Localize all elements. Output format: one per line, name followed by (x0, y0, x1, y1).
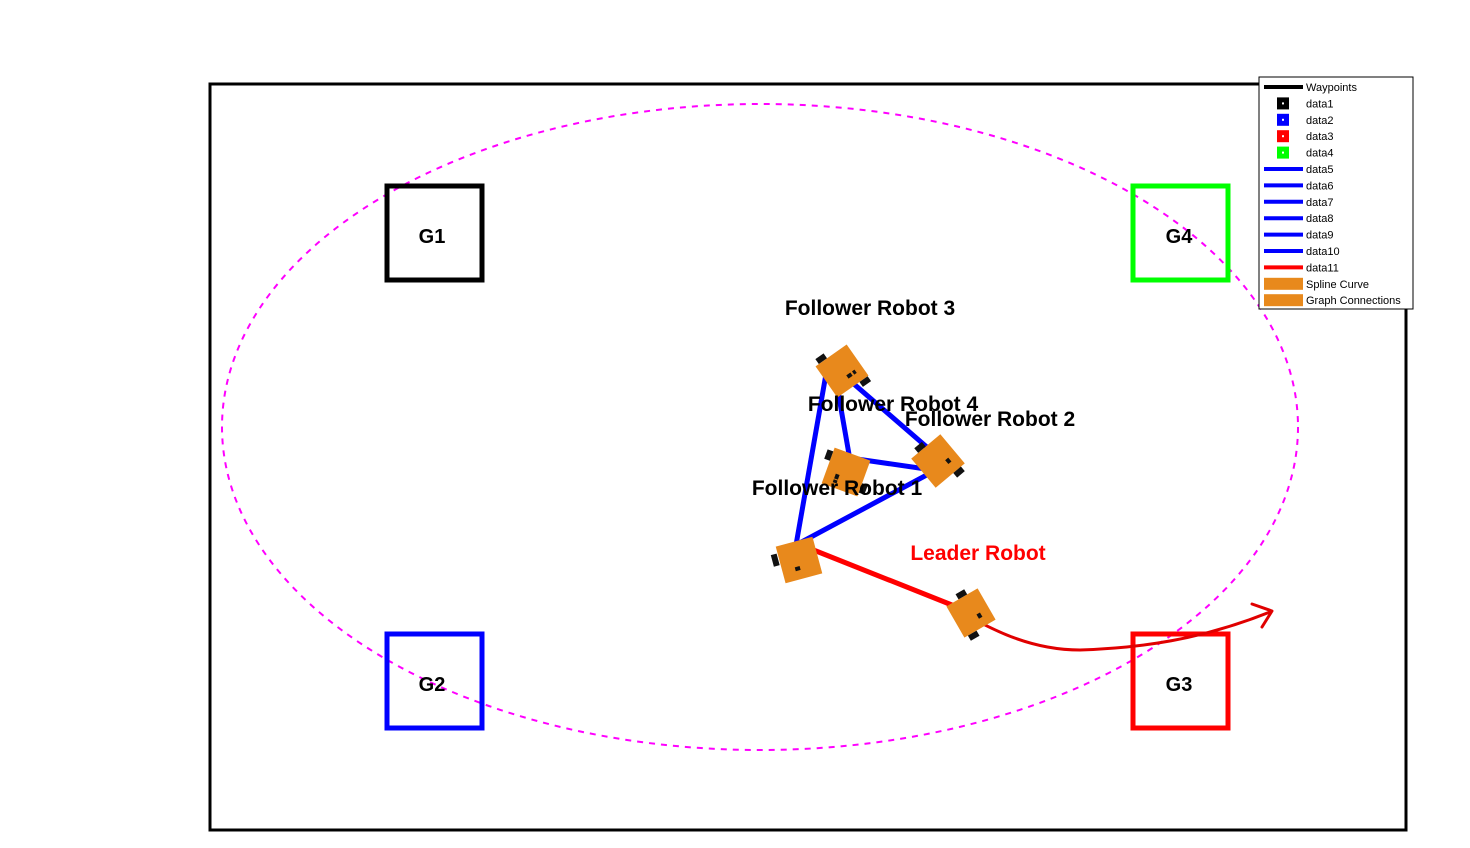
label-follower-4: Follower Robot 4 (808, 393, 979, 416)
legend-label: data11 (1306, 262, 1339, 274)
legend-label: Waypoints (1306, 82, 1357, 94)
edge-f3-f2 (838, 370, 938, 457)
follower-robot-4 (821, 447, 871, 497)
legend-entry: data8 (1264, 213, 1334, 225)
label-leader: Leader Robot (910, 542, 1045, 565)
legend-entry: data6 (1264, 180, 1334, 192)
legend-label: data3 (1306, 131, 1334, 143)
goal-g1: G1 (384, 183, 485, 283)
legend: Waypoints data1 data2 data3 data4 data5 data6 d… (1258, 76, 1414, 310)
wheel (914, 441, 926, 453)
leader-trajectory-arrow (938, 598, 1272, 652)
legend-entry: data4 (1277, 146, 1334, 160)
arrow-head (1250, 602, 1274, 629)
wheel (967, 630, 980, 641)
wheel (953, 466, 965, 478)
elliptical-path (221, 103, 1299, 751)
legend-square-dot (1282, 102, 1284, 105)
legend-entry: Spline Curve (1264, 277, 1369, 291)
wheel (824, 449, 834, 461)
legend-label: data7 (1306, 197, 1334, 209)
follower-robot-1 (770, 536, 823, 584)
goal-g1-label: G1 (419, 226, 446, 248)
legend-label: data1 (1306, 98, 1334, 110)
goal-g4: G4 (1130, 183, 1231, 283)
legend-label: data9 (1306, 230, 1334, 242)
legend-label: data10 (1306, 246, 1340, 258)
legend-square-dot (1282, 135, 1284, 138)
legend-entry: Graph Connections (1264, 294, 1401, 307)
goal-g2: G2 (384, 631, 485, 731)
goal-g2-label: G2 (419, 674, 446, 696)
legend-entry: data2 (1277, 113, 1334, 127)
follower-robot-2 (911, 434, 965, 488)
legend-label: Graph Connections (1306, 295, 1401, 307)
legend-label: data5 (1306, 164, 1334, 176)
legend-label: data8 (1306, 213, 1334, 225)
label-follower-3: Follower Robot 3 (785, 297, 955, 320)
legend-entry: data1 (1277, 97, 1334, 110)
legend-entry: Waypoints (1264, 82, 1357, 94)
wheel (859, 376, 872, 387)
legend-entry: data9 (1264, 230, 1334, 242)
edge-f1-f3 (793, 373, 829, 546)
legend-entry: data5 (1264, 164, 1334, 176)
legend-label: data6 (1306, 180, 1334, 192)
goal-g4-label: G4 (1166, 226, 1194, 248)
label-follower-1: Follower Robot 1 (752, 477, 923, 500)
wheel (815, 353, 828, 365)
goal-g3: G3 (1130, 631, 1231, 731)
legend-label: Spline Curve (1306, 279, 1369, 291)
legend-label: data4 (1306, 148, 1334, 160)
goal-g3-label: G3 (1166, 674, 1193, 696)
leader-robot (946, 588, 996, 641)
legend-entry: data3 (1277, 130, 1334, 143)
axes-frame (208, 82, 1408, 832)
legend-label: data2 (1306, 115, 1334, 127)
edge-f1-f2 (794, 467, 938, 548)
legend-patch-swatch (1264, 277, 1303, 290)
legend-entry: data7 (1264, 197, 1334, 209)
legend-square-dot (1282, 151, 1284, 154)
legend-entry: data11 (1264, 262, 1339, 274)
label-follower-2: Follower Robot 2 (905, 408, 1075, 431)
follower-robot-3 (815, 344, 872, 398)
leader-link (805, 544, 963, 612)
legend-entry: data10 (1264, 246, 1340, 258)
legend-square-dot (1282, 118, 1284, 121)
wheel (858, 483, 868, 495)
legend-patch-swatch (1264, 294, 1303, 307)
wheel (955, 589, 968, 600)
